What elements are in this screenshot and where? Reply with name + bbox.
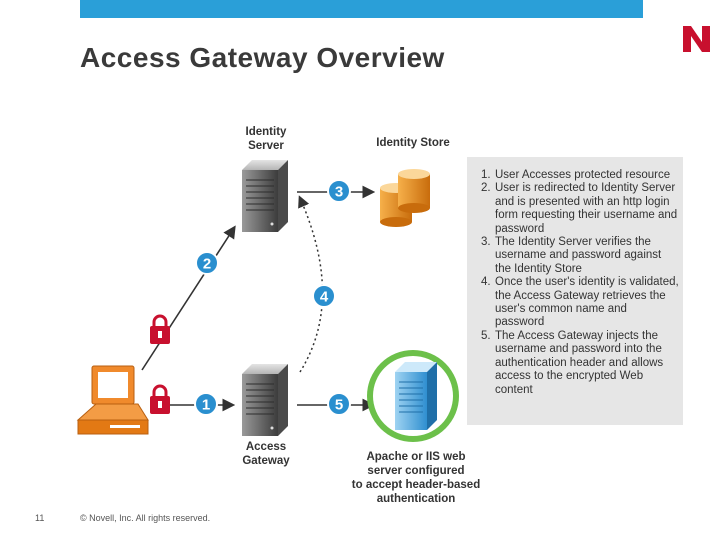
- page-number: 11: [35, 513, 45, 523]
- step-badge-5: 5: [327, 392, 351, 416]
- web-server-label: Apache or IIS web server configured to a…: [340, 450, 492, 506]
- access-gateway-label-line: Gateway: [242, 455, 290, 467]
- step-badge-1: 1: [194, 392, 218, 416]
- top-accent-bar: [80, 0, 643, 18]
- step-text: The Identity Server verifies the usernam…: [495, 236, 662, 275]
- novell-logo-icon: [683, 26, 710, 52]
- svg-text:1: 1: [202, 397, 210, 414]
- copyright-footer: © Novell, Inc. All rights reserved.: [80, 513, 211, 523]
- step-text: User is redirected to Identity Server an…: [495, 182, 678, 235]
- svg-text:4: 4: [320, 289, 329, 306]
- identity-store-label: Identity Store: [376, 137, 450, 149]
- arrow-user-to-identity-server: [141, 225, 236, 371]
- step-text: User Accesses protected resource: [495, 169, 671, 181]
- user-computer-icon: [76, 365, 149, 435]
- identity-server-icon: [242, 160, 288, 232]
- identity-server-label-line: Identity: [245, 126, 287, 138]
- step-text: The Access Gateway injects the username …: [495, 329, 664, 396]
- step-number: 5.: [481, 329, 491, 342]
- access-gateway-label: Access Gateway: [236, 440, 296, 468]
- identity-server-label: Identity Server: [238, 125, 294, 153]
- web-server-label-line: server configured: [367, 465, 465, 477]
- steps-panel: [467, 157, 683, 425]
- access-gateway-server-icon: [242, 364, 288, 436]
- step-number: 3.: [481, 236, 491, 249]
- lock-icon: [150, 314, 170, 344]
- step-number: 4.: [481, 276, 491, 289]
- lock-icon: [150, 384, 170, 414]
- access-gateway-label-line: Access: [245, 441, 287, 453]
- step-number: 2.: [481, 182, 491, 195]
- steps-list: 1. User Accesses protected resource 2. Use…: [481, 169, 679, 397]
- identity-store-database-icon: [380, 169, 430, 227]
- step-text: Once the user's identity is validated, t…: [495, 276, 679, 329]
- step-badge-4: 4: [312, 284, 336, 308]
- step-item: 4. Once the user's identity is validated,…: [481, 276, 679, 330]
- svg-text:5: 5: [335, 397, 343, 414]
- step-badge-3: 3: [327, 179, 351, 203]
- arrow-gateway-to-identity-server: [298, 195, 324, 373]
- web-server-label-line: Apache or IIS web: [366, 451, 466, 463]
- step-item: 3. The Identity Server verifies the usern…: [481, 236, 679, 276]
- step-item: 5. The Access Gateway injects the usernam…: [481, 330, 679, 397]
- step-item: 1. User Accesses protected resource: [481, 169, 679, 182]
- step-number: 1.: [481, 169, 491, 181]
- web-server-label-line: authentication: [376, 493, 456, 505]
- step-badge-2: 2: [195, 251, 219, 275]
- step-item: 2. User is redirected to Identity Server …: [481, 182, 679, 236]
- web-server-label-line: to accept header-based: [351, 479, 481, 491]
- web-server-icon: [367, 350, 459, 442]
- svg-text:3: 3: [335, 184, 343, 201]
- svg-text:2: 2: [203, 256, 211, 273]
- page-title: Access Gateway Overview: [80, 42, 445, 73]
- identity-server-label-line: Server: [248, 140, 284, 152]
